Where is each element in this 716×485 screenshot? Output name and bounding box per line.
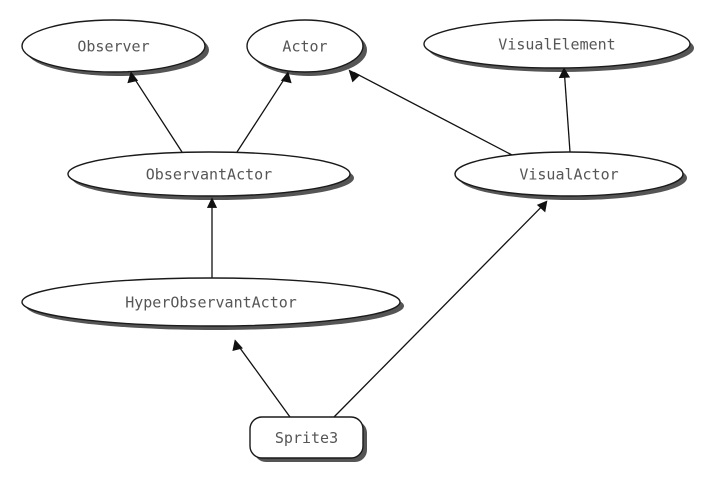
- arrowhead-icon: [206, 197, 218, 208]
- observantactor-label: ObservantActor: [146, 166, 272, 184]
- observer-label: Observer: [77, 38, 149, 56]
- edge-layer: [127, 67, 571, 418]
- arrowhead-icon: [536, 200, 548, 213]
- arrowhead-icon: [127, 71, 139, 84]
- edge-visualactor-to-actor: [348, 69, 513, 156]
- edge-sprite3-to-hyperobservantactor: [232, 339, 291, 418]
- hyperobservantactor-label: HyperObservantActor: [125, 294, 297, 312]
- visualactor-ellipse[interactable]: [454, 151, 684, 197]
- observantactor-ellipse[interactable]: [67, 151, 351, 197]
- visualelement-ellipse[interactable]: [423, 19, 691, 69]
- edge-line: [132, 76, 183, 153]
- node-observer[interactable]: Observer: [21, 19, 206, 73]
- edge-hyperobservantactor-to-observantactor: [206, 197, 218, 278]
- node-hyperobservantactor[interactable]: HyperObservantActor: [21, 277, 401, 327]
- edge-observantactor-to-actor: [236, 71, 292, 153]
- edge-line: [237, 344, 291, 418]
- hyperobservantactor-ellipse[interactable]: [21, 277, 401, 327]
- arrowhead-icon: [280, 71, 292, 84]
- node-observantactor[interactable]: ObservantActor: [67, 151, 351, 197]
- edge-line: [333, 205, 544, 418]
- visualactor-label: VisualActor: [519, 166, 618, 184]
- node-layer: Observer Actor VisualElement ObservantAc…: [21, 19, 691, 459]
- arrowhead-icon: [558, 67, 571, 79]
- edge-line: [236, 76, 287, 153]
- edge-sprite3-to-visualactor: [333, 200, 548, 418]
- arrowhead-icon: [348, 69, 361, 83]
- actor-ellipse[interactable]: [246, 19, 364, 73]
- observer-ellipse[interactable]: [21, 19, 206, 73]
- node-sprite3[interactable]: Sprite3: [249, 416, 364, 459]
- edge-line: [353, 71, 513, 156]
- edge-line: [563, 72, 571, 153]
- node-visualelement[interactable]: VisualElement: [423, 19, 691, 69]
- actor-label: Actor: [282, 38, 327, 56]
- visualelement-label: VisualElement: [498, 36, 615, 54]
- node-shadow-layer: [26, 24, 694, 462]
- sprite3-label: Sprite3: [275, 429, 338, 447]
- edge-observantactor-to-observer: [127, 71, 183, 153]
- arrowhead-icon: [232, 339, 243, 352]
- node-actor[interactable]: Actor: [246, 19, 364, 73]
- node-visualactor[interactable]: VisualActor: [454, 151, 684, 197]
- sprite3-rect[interactable]: [249, 416, 364, 459]
- edge-visualactor-to-visualelement: [558, 67, 571, 153]
